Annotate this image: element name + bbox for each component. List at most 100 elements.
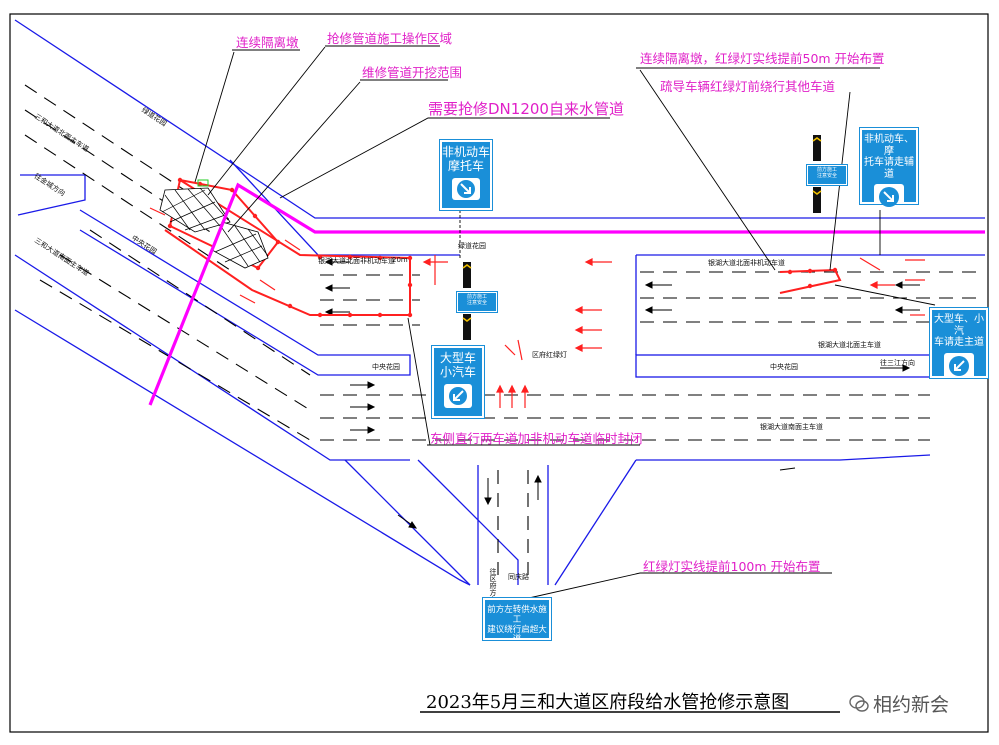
hatch-line [164, 194, 191, 231]
leader-work-area [207, 46, 326, 196]
annotation-pipe: 需要抢修DN1200自来水管道 [428, 100, 624, 118]
lane-markings [24, 84, 985, 575]
sign-line: 注意安全 [466, 299, 487, 306]
lane-dash-1 [24, 84, 231, 221]
light-post-bottom [463, 314, 471, 340]
lane-arrow-head [534, 474, 542, 483]
leader-light100 [519, 572, 832, 601]
road-label-main-n-right: 银湖大道北面主车道 [818, 341, 881, 349]
annotation-east-closure: 东侧直行两车道加非机动车道临时封闭 [430, 431, 643, 446]
lane-arrow-head [367, 403, 376, 411]
arrow-down-left-icon [444, 383, 472, 408]
cone [377, 312, 383, 318]
sign-bottom-notice: 前方左转供水施工 建议绕行启超大道 [482, 597, 552, 644]
diagram-title: 2023年5月三和大道区府段给水管抢修示意图 [426, 692, 790, 713]
road-edge-north-outer [14, 19, 985, 219]
green-marker [197, 179, 209, 187]
arrow-down-right-icon [452, 177, 480, 200]
lane-arrow-head [644, 306, 653, 314]
arrow-down-left-icon [944, 352, 974, 379]
traffic-light-left [462, 262, 472, 340]
detour-arrow [859, 257, 881, 271]
light-chevrons-top [812, 137, 822, 142]
frame-border [9, 13, 989, 733]
detour-arrow [504, 344, 516, 356]
road-label-median-right: 中央花园 [770, 363, 798, 371]
detour-arrow-head [584, 258, 593, 266]
lane-arrow-head [367, 426, 376, 434]
annotation-underlines [232, 45, 880, 713]
light-chevrons-bottom [812, 190, 822, 195]
sign-line: 前方施工 [816, 167, 837, 173]
hatch-line [224, 245, 263, 263]
detour-arrow-head [496, 384, 504, 393]
detour-arrow [284, 239, 301, 251]
road-label-distance: 20m [392, 256, 408, 264]
annotation-continuous-barrier: 连续隔离墩 [236, 35, 299, 50]
annotation-excavation: 维修管道开挖范围 [362, 65, 463, 80]
cone [807, 268, 813, 274]
cone [407, 255, 413, 261]
leader-pipe [279, 117, 610, 199]
light-post-top [813, 135, 821, 161]
lane-arrow-head [324, 308, 333, 316]
barrier-work-area [168, 178, 280, 270]
lane-arrow-head [367, 381, 376, 389]
detour-arrow [239, 294, 256, 304]
sign-line: 车请走主道 [934, 337, 984, 348]
road-label-to-district: 往区府方向 [489, 568, 497, 603]
lane-arrow-head [324, 258, 333, 266]
hatch-line [199, 187, 229, 221]
detour-arrows [149, 207, 925, 408]
lane-dash-4 [89, 229, 311, 376]
hatch-line [174, 189, 206, 231]
sign-line: 摩托车 [447, 158, 484, 173]
cone [229, 187, 235, 193]
detour-arrow-head [422, 258, 431, 266]
light-post-bottom [813, 187, 821, 213]
cone [377, 255, 383, 261]
hatch-line [221, 227, 249, 267]
road-edges [14, 19, 986, 586]
light-chevrons-top [462, 264, 472, 269]
road-median-left [79, 209, 411, 376]
leader-barrier [194, 51, 235, 183]
lane-arrow-head [484, 497, 492, 506]
annotation-barrier-light-50: 连续隔离墩，红绿灯实线提前50m 开始布置 [640, 51, 885, 66]
water-pipe [148, 182, 985, 406]
hatch-line [184, 214, 226, 231]
light-chevrons-bottom [462, 317, 472, 322]
detour-arrow-head [574, 344, 583, 352]
road-edge-nonmotor-left [229, 159, 460, 256]
lane-arrow-head [408, 521, 418, 529]
hatch-line [247, 228, 269, 257]
cone [252, 213, 258, 219]
hatch-line [214, 233, 257, 253]
cone [177, 177, 183, 183]
detour-arrow [259, 279, 276, 291]
leader-right-barrier [639, 69, 776, 271]
hatch-lines [161, 187, 269, 267]
leader-right-sign [834, 284, 936, 306]
traffic-light-right [812, 135, 822, 213]
cone [347, 312, 353, 318]
sign-construction-right: 前方施工 注意安全 [806, 164, 848, 186]
road-edge-south-right [636, 454, 931, 461]
lane-dash-6 [39, 279, 311, 441]
cone [255, 265, 261, 271]
sign-line: 小汽车 [439, 364, 476, 379]
cone [407, 312, 413, 318]
leader-lines [194, 46, 936, 601]
arrow-down-right-icon [874, 184, 904, 210]
sign-line: 大型车 [439, 351, 476, 365]
detour-arrow-head [574, 306, 583, 314]
lane-arrow [397, 514, 413, 526]
lane-arrow-head [644, 281, 653, 289]
sign-line: 建议绕行启超大道 [487, 624, 547, 645]
road-label-to-sanjiang: 往三江方向 [880, 359, 915, 367]
lane-arrow [779, 467, 796, 471]
cone [347, 254, 353, 260]
hatch-line [187, 188, 221, 227]
detour-arrow-head [521, 384, 529, 393]
